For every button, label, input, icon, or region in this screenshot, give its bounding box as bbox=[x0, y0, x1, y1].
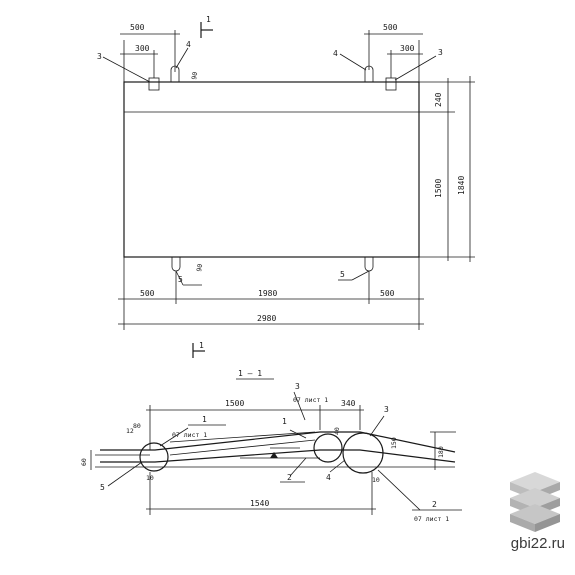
dim-150-section: 150 bbox=[390, 437, 398, 449]
slab-outline bbox=[123, 81, 420, 258]
dim-1540-section: 1540 bbox=[250, 499, 269, 508]
dim-10-right-section: 10 bbox=[372, 476, 380, 484]
dim-340-section: 340 bbox=[341, 399, 356, 408]
callout-4-section: 4 bbox=[326, 473, 331, 482]
note-sheet-top: 07 лист 1 bbox=[293, 396, 328, 404]
dim-90-top: 90 bbox=[190, 71, 199, 80]
callout-3-right: 3 bbox=[438, 48, 443, 57]
dim-500-top-left: 500 bbox=[130, 23, 145, 32]
dim-500-bottom-right: 500 bbox=[380, 289, 395, 298]
callout-1b-section: 1 bbox=[282, 417, 287, 426]
note-sheet-bottom: 07 лист 1 bbox=[414, 515, 449, 523]
callout-5-section: 5 bbox=[100, 483, 105, 492]
callout-2b-section: 2 bbox=[432, 500, 437, 509]
callout-5-left: 5 bbox=[178, 275, 183, 284]
section-mark-top: 1 bbox=[206, 15, 211, 24]
gbi22-logo-icon bbox=[510, 472, 560, 532]
callout-3b-section: 3 bbox=[384, 405, 389, 414]
section-view: 1 — 1 1500 340 3 07 лист 1 1 07 лист 1 bbox=[80, 369, 462, 523]
section-title: 1 — 1 bbox=[238, 369, 262, 378]
node-circle-mid bbox=[313, 433, 343, 463]
callout-3a-section: 3 bbox=[295, 382, 300, 391]
dim-12-section: 12 bbox=[126, 427, 134, 435]
dim-1980-bottom: 1980 bbox=[258, 289, 277, 298]
slab-top-edge bbox=[100, 431, 456, 453]
dim-90-bottom: 90 bbox=[195, 263, 204, 272]
plan-view: 500 300 500 300 3 4 4 3 1 90 240 1500 18… bbox=[97, 15, 475, 358]
section-mark-bottom: 1 bbox=[199, 341, 204, 350]
dim-40-section: 40 bbox=[333, 427, 341, 435]
dim-80-section: 80 bbox=[133, 422, 141, 430]
dim-500-bottom-left: 500 bbox=[140, 289, 155, 298]
callout-5-right: 5 bbox=[340, 270, 345, 279]
dim-2980-total: 2980 bbox=[257, 314, 276, 323]
loop-5-left bbox=[171, 257, 181, 272]
node-circle-left bbox=[139, 442, 169, 472]
callout-4-left: 4 bbox=[186, 40, 191, 49]
dim-180-section: 180 bbox=[437, 446, 445, 458]
level-marker bbox=[270, 452, 278, 458]
callout-4-right: 4 bbox=[333, 49, 338, 58]
dim-500-top-right: 500 bbox=[383, 23, 398, 32]
loop-5-right bbox=[364, 257, 374, 272]
callout-2-section: 2 bbox=[287, 473, 292, 482]
dim-240-right: 240 bbox=[434, 92, 443, 107]
node-circle-right bbox=[342, 432, 384, 474]
callout-1-section: 1 bbox=[202, 415, 207, 424]
dim-300-top-right: 300 bbox=[400, 44, 415, 53]
dim-1500-section: 1500 bbox=[225, 399, 244, 408]
loop-3-right bbox=[385, 77, 397, 91]
dim-1500-right: 1500 bbox=[434, 179, 443, 198]
watermark-site: gbi22.ru bbox=[510, 535, 565, 552]
callout-3-left: 3 bbox=[97, 52, 102, 61]
dim-300-top-left: 300 bbox=[135, 44, 150, 53]
dim-60-section: 60 bbox=[80, 458, 88, 466]
loop-3-left bbox=[148, 77, 160, 91]
slab-mid-edge bbox=[100, 449, 456, 463]
note-sheet-left: 07 лист 1 bbox=[172, 431, 207, 439]
dim-1840-right: 1840 bbox=[457, 176, 466, 195]
